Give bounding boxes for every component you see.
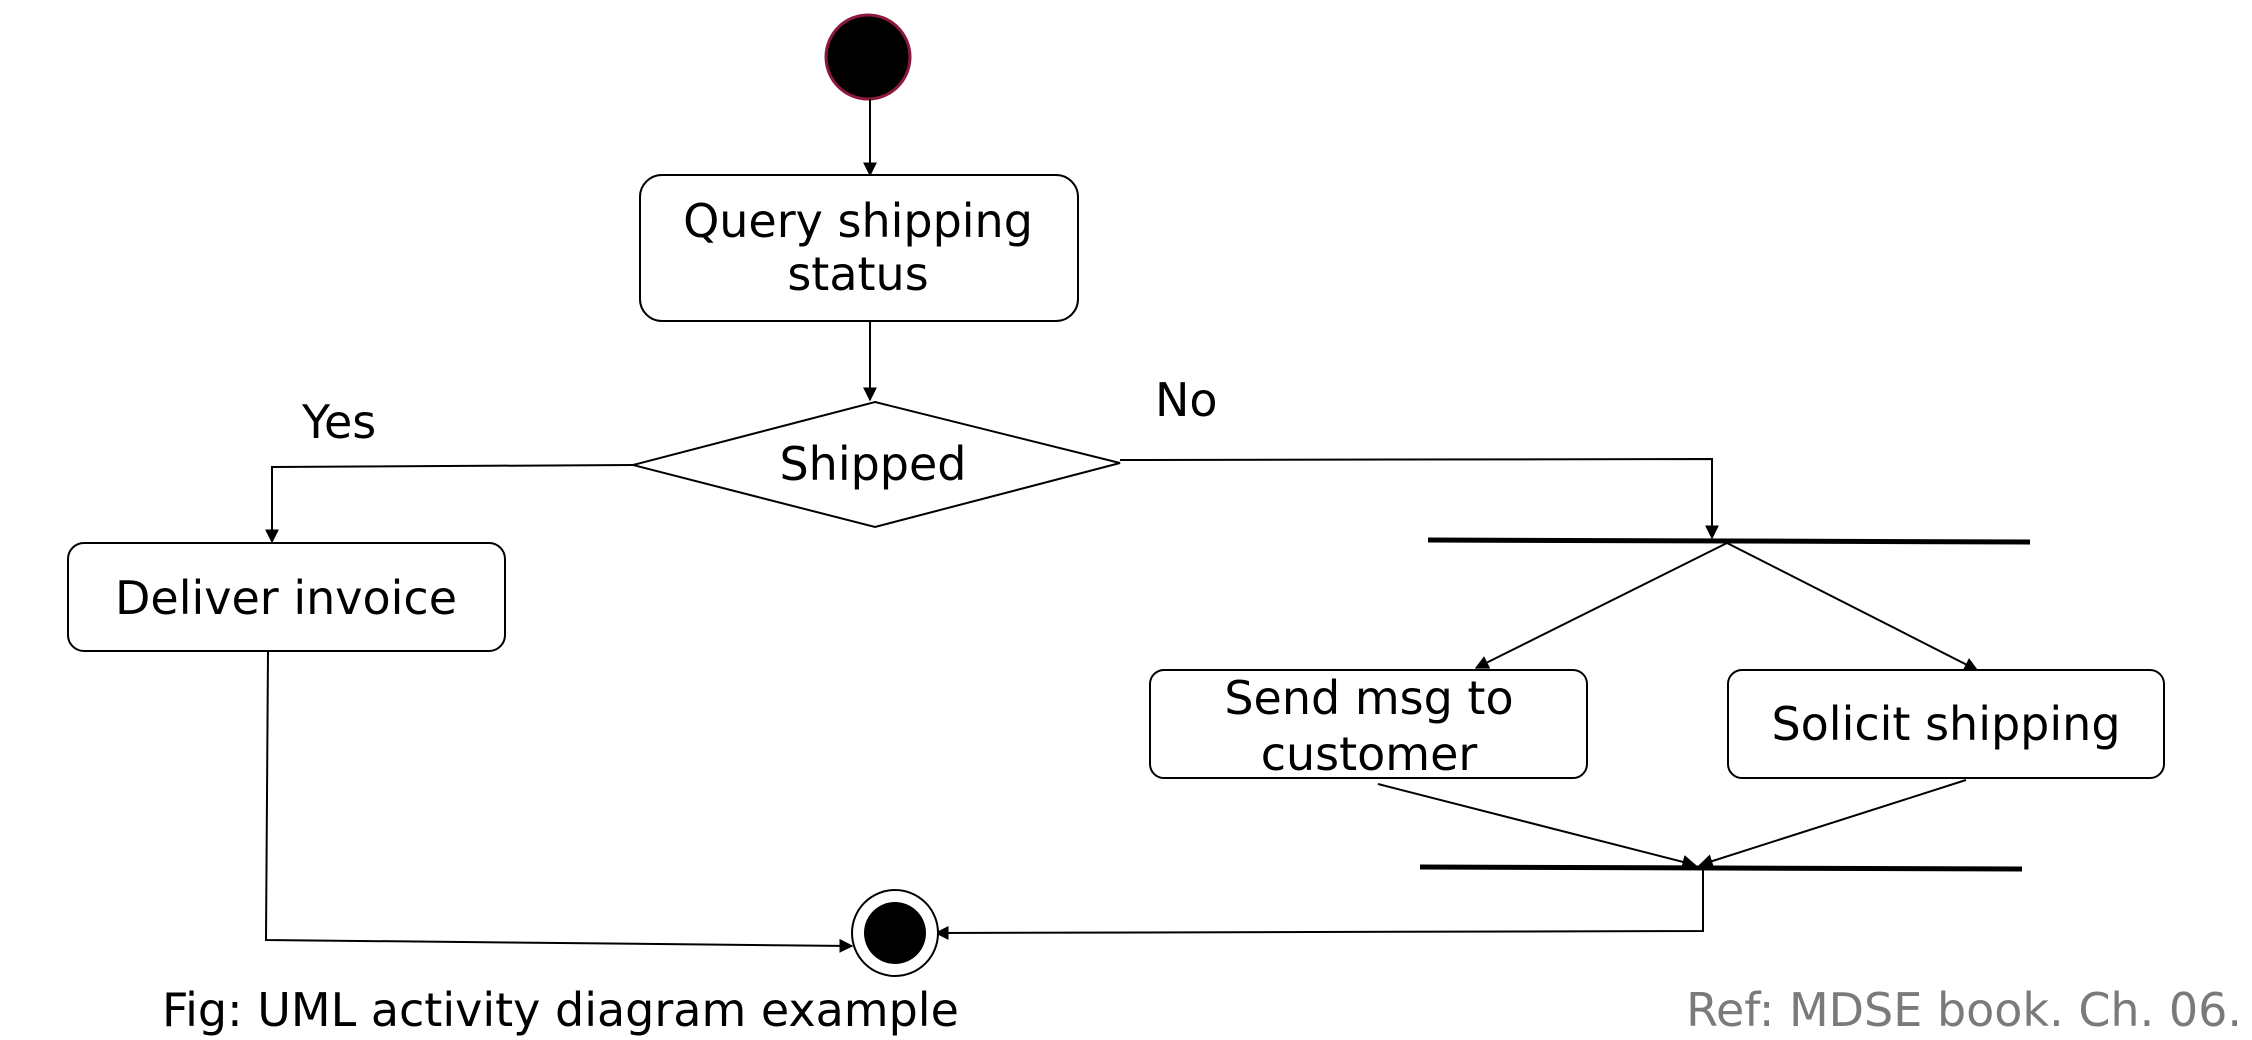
decision-shipped bbox=[629, 400, 1121, 529]
edge-fork-to-solicit-shipping bbox=[1726, 542, 1979, 671]
edge-fork-to-send-msg bbox=[1474, 542, 1728, 669]
edge-send-msg-to-join bbox=[1377, 783, 1697, 869]
figure-caption: Fig: UML activity diagram example bbox=[162, 983, 959, 1037]
action-send-msg-to-customer bbox=[1149, 669, 1588, 779]
fork-bar bbox=[1427, 537, 2031, 545]
action-send-msg-label-line1: Send msg to bbox=[1224, 671, 1513, 725]
guard-no-label: No bbox=[1155, 373, 1218, 427]
action-solicit-shipping-label: Solicit shipping bbox=[1771, 697, 2120, 751]
decision-shipped-label: Shipped bbox=[779, 437, 966, 491]
reference-note: Ref: MDSE book. Ch. 06. bbox=[1686, 983, 2242, 1037]
edge-yes-to-deliver-invoice bbox=[265, 464, 634, 544]
edge-join-to-final bbox=[934, 870, 1704, 940]
initial-node bbox=[824, 13, 912, 101]
action-query-label-line2: status bbox=[787, 247, 928, 301]
edge-no-to-fork bbox=[1119, 457, 1719, 540]
action-deliver-invoice-label: Deliver invoice bbox=[115, 571, 457, 625]
action-query-shipping-status bbox=[639, 174, 1079, 322]
final-node-center bbox=[864, 902, 926, 964]
join-bar bbox=[1419, 864, 2023, 872]
action-send-msg-label-line2: customer bbox=[1261, 727, 1478, 781]
action-solicit-shipping bbox=[1727, 669, 2165, 779]
edge-solicit-shipping-to-join bbox=[1698, 779, 1967, 868]
action-query-label-line1: Query shipping bbox=[683, 194, 1033, 248]
guard-yes-label: Yes bbox=[301, 395, 376, 449]
action-deliver-invoice bbox=[67, 542, 506, 652]
edge-deliver-invoice-to-final bbox=[264, 650, 854, 953]
